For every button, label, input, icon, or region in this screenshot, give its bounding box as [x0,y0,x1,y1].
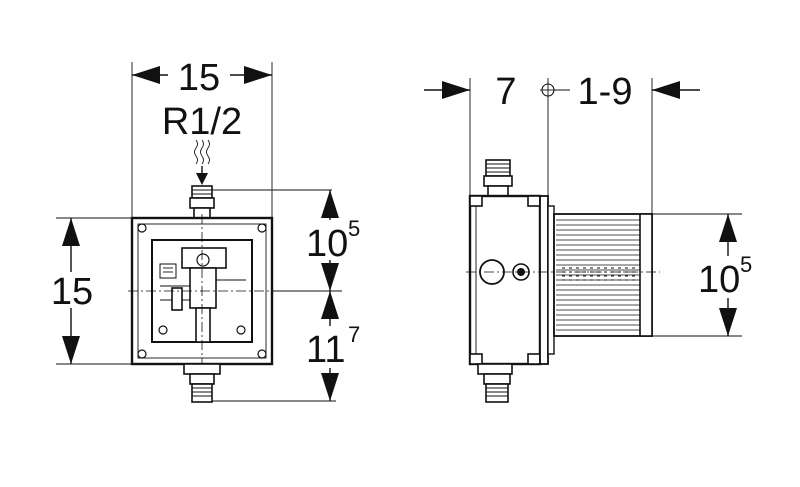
water-flow-icon [194,139,210,185]
front-right-dimensions: 10 5 11 7 [272,190,364,401]
side-height-sup: 5 [740,252,752,277]
upper-dim-sup: 5 [348,216,360,241]
front-width-dimension: 15 [131,57,273,222]
side-range-label: 1-9 [578,71,633,113]
side-bottom-fitting [477,363,513,403]
lower-dim-sup: 7 [348,322,360,347]
side-height-main: 10 [698,259,740,301]
side-depth-dimension: 7 1-9 [424,71,700,214]
side-depth-label: 7 [495,71,516,113]
side-height-dimension: 10 5 [652,213,760,337]
thread-label: R1/2 [162,101,242,143]
front-height-label: 15 [51,271,93,313]
lower-dim-main: 11 [306,329,345,371]
front-view: 15 R1/2 [48,57,364,403]
front-width-label: 15 [178,57,220,99]
side-housing [468,194,555,366]
front-housing [128,214,276,368]
bottom-fitting [183,363,336,403]
front-height-dimension: 15 [48,217,132,365]
upper-dim-main: 10 [306,223,348,265]
top-fitting [189,185,332,221]
side-view: 7 1-9 [424,71,760,403]
side-top-fitting [483,159,513,197]
extension-sleeve [553,213,653,337]
